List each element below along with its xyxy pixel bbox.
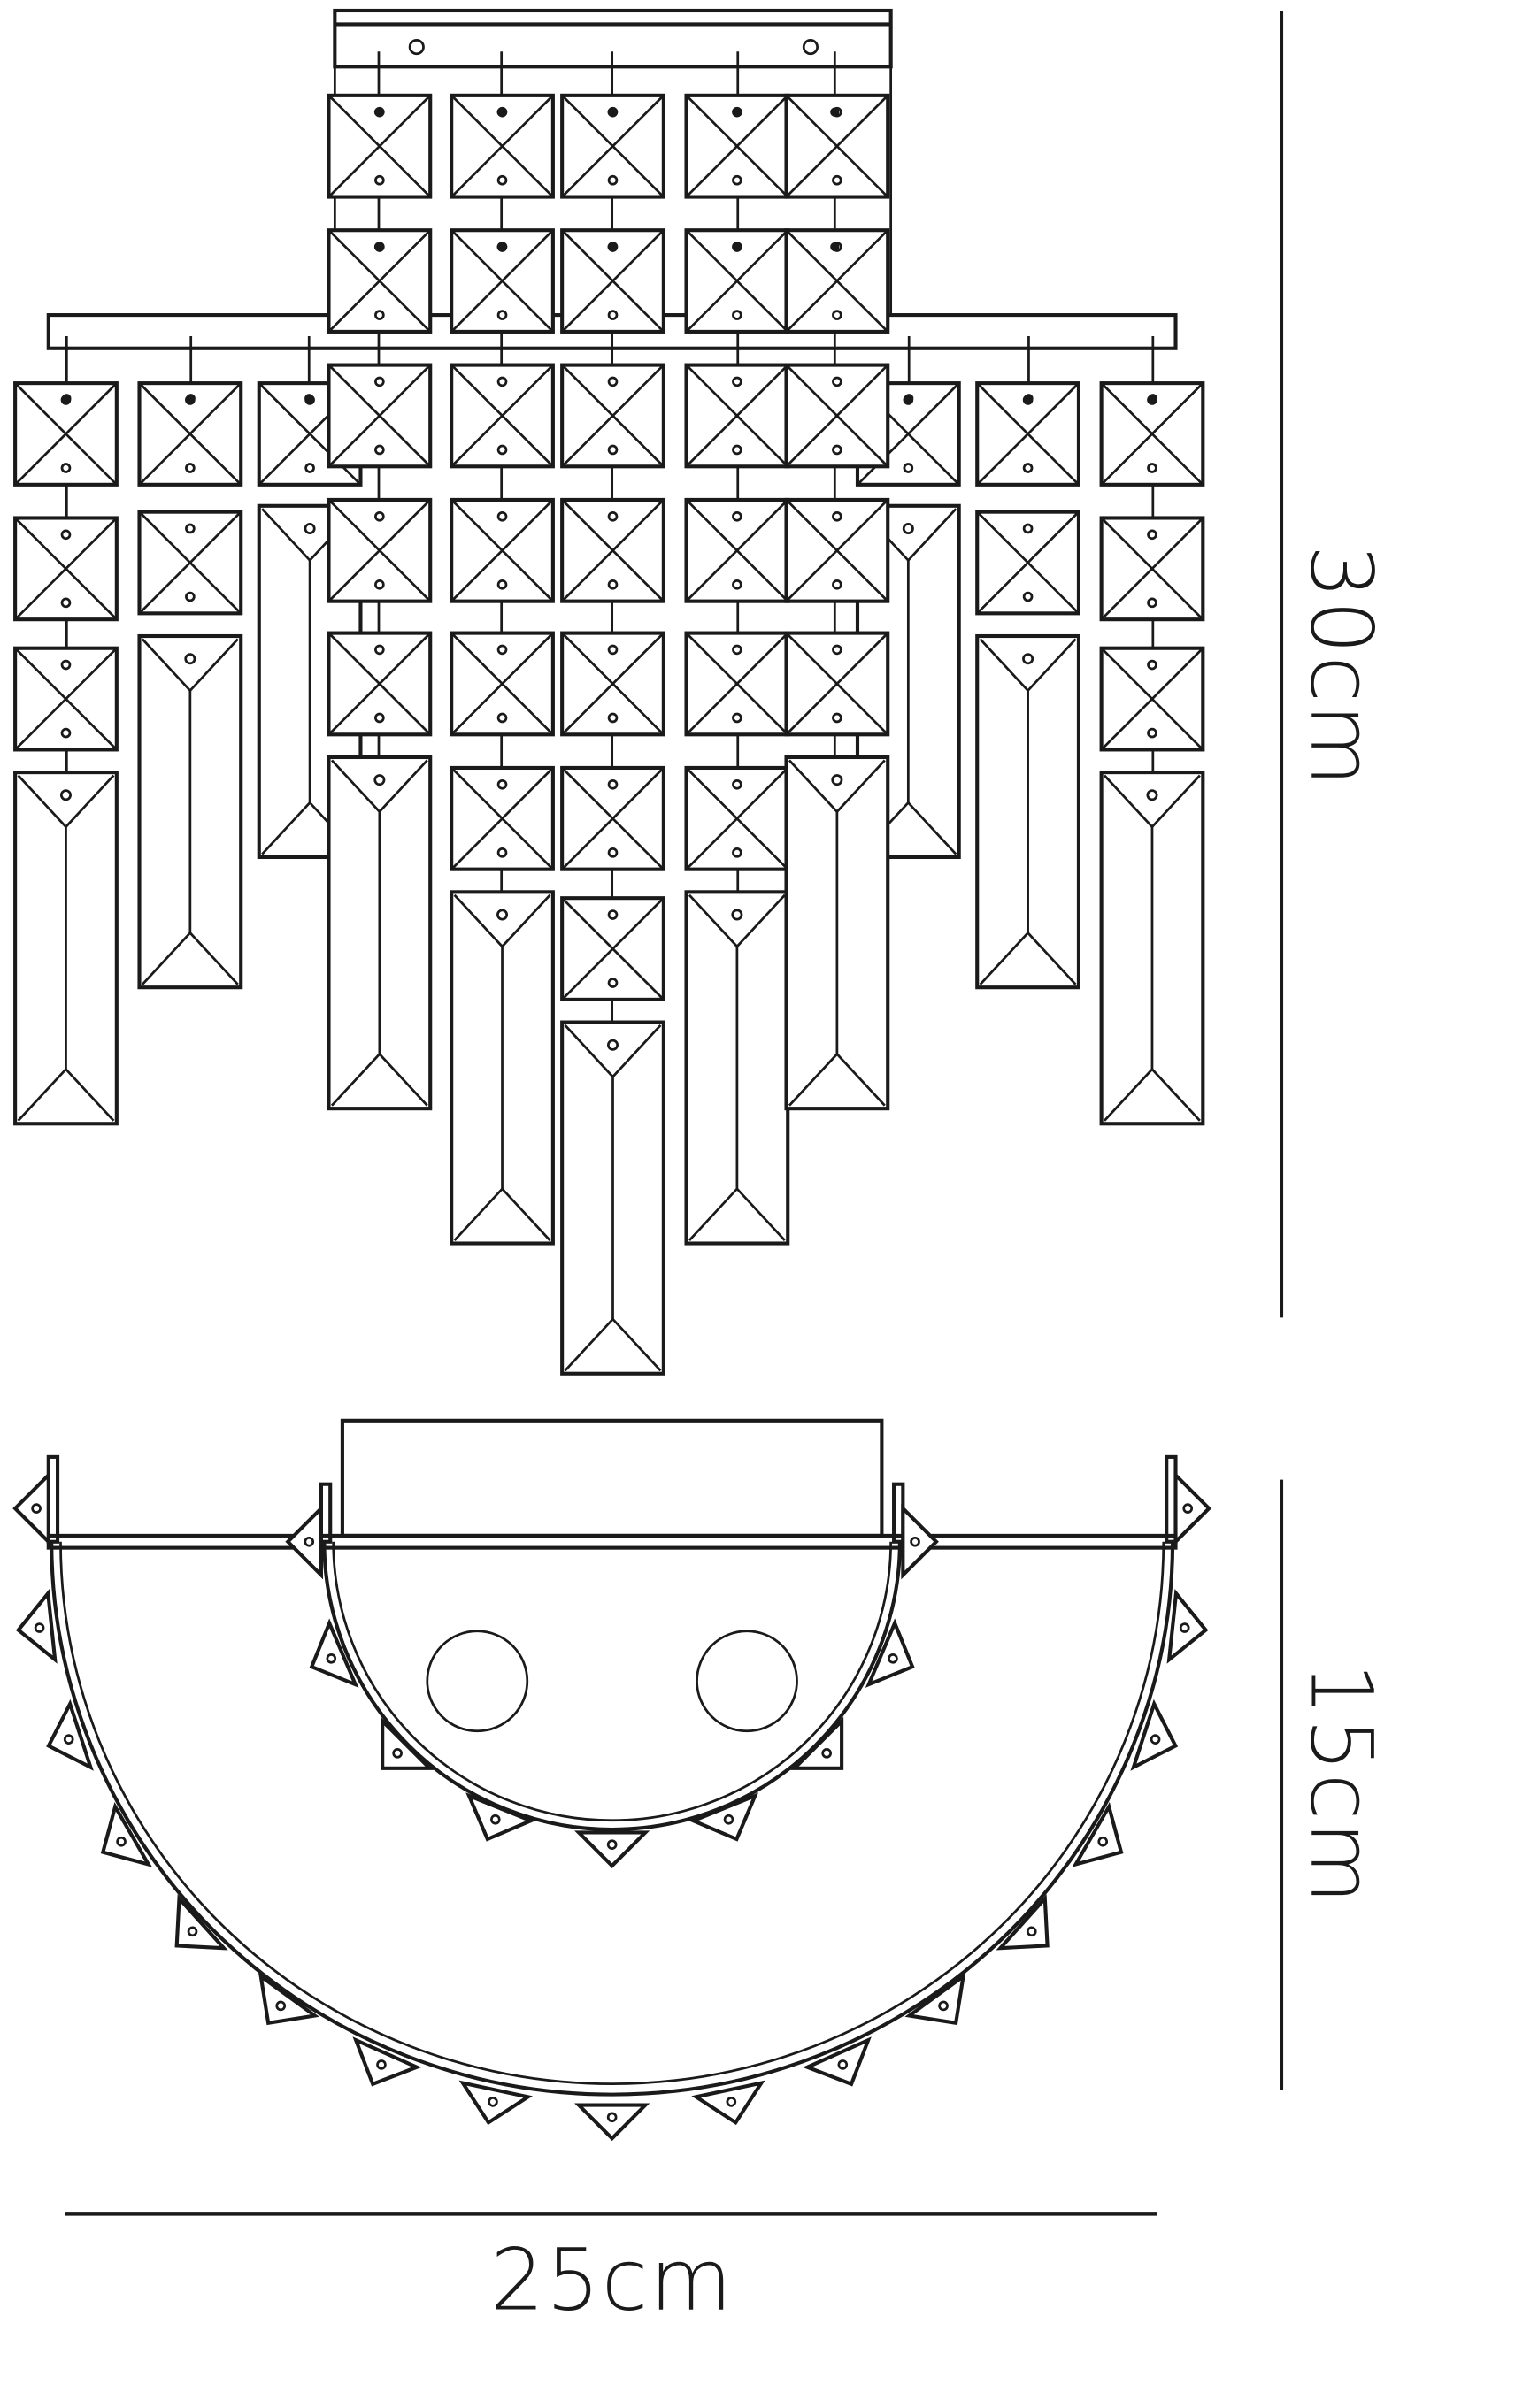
center-crystal-strands (329, 96, 888, 1374)
height-dimension-label: 30cm (1292, 545, 1391, 788)
width-dimension-label: 25cm (490, 2231, 734, 2330)
wall-box (340, 1418, 884, 1538)
inner-triangle-crystals (288, 1508, 936, 1866)
wire-connection-dots (62, 107, 1157, 403)
mounting-hole-left (426, 1630, 529, 1733)
front-elevation: 30cm (15, 8, 1391, 1374)
right-crystal-strands (857, 383, 1203, 1123)
top-plan-view: 15cm 25cm (15, 1418, 1391, 2330)
outer-triangle-crystals (15, 1475, 1210, 2138)
outer-arc (50, 1541, 1175, 2097)
wall-bar (46, 1533, 1178, 1550)
depth-dimension-label: 15cm (1292, 1662, 1391, 1906)
inner-arc (322, 1541, 902, 1832)
mounting-hole-right (696, 1630, 798, 1733)
